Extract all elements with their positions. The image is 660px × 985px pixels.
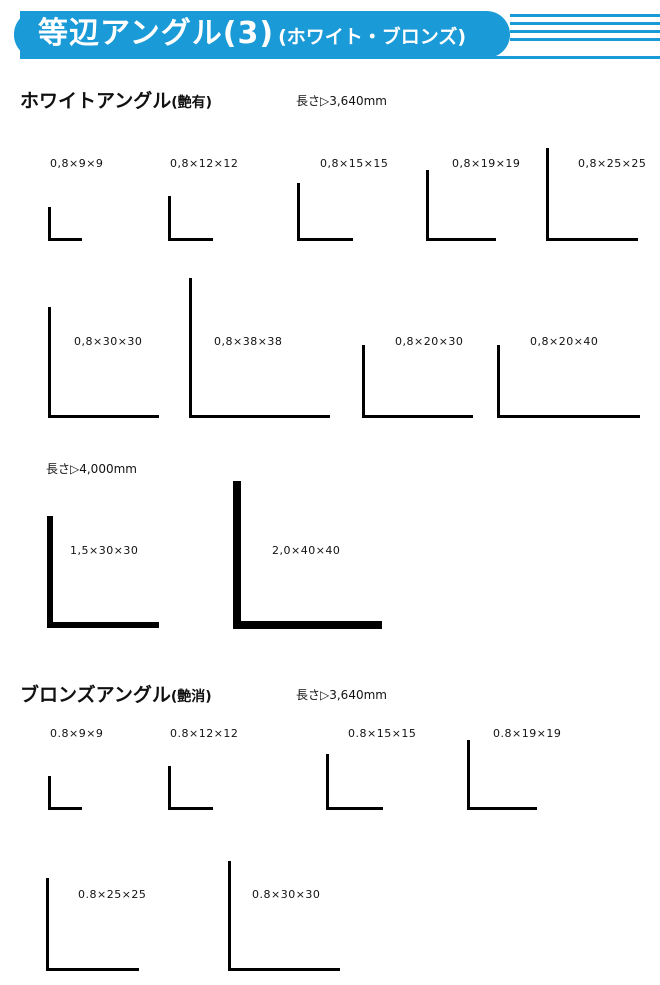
profile-label: 0,8×38×38 [214, 335, 283, 348]
section-title-bronze: ブロンズアングル(艶消) [20, 680, 212, 707]
angle-profile [467, 740, 537, 810]
angle-profile [47, 516, 159, 628]
angle-profile [189, 278, 330, 418]
white-length-a: 長さ▷3,640mm [296, 94, 387, 108]
profile-label: 0.8×15×15 [348, 727, 417, 740]
profile-label: 0,8×15×15 [320, 157, 389, 170]
profile-label: 0,8×25×25 [578, 157, 647, 170]
page-title: 等辺アングル(3)(ホワイト・ブロンズ) [38, 13, 466, 55]
profile-label: 2,0×40×40 [272, 544, 341, 557]
angle-profile [46, 878, 139, 971]
bronze-finish: (艶消) [170, 689, 212, 705]
section-title-white-text: ホワイトアングル [20, 90, 172, 112]
profile-label: 0,8×19×19 [452, 157, 521, 170]
white-length-b: 長さ▷4,000mm [46, 462, 137, 476]
profile-label: 0,8×12×12 [170, 157, 239, 170]
header-stripe [510, 38, 660, 41]
profile-label: 0.8×9×9 [50, 727, 104, 740]
page-title-main: 等辺アングル(3) [38, 16, 275, 51]
header-stripe [510, 22, 660, 25]
header-stripe [20, 56, 660, 59]
angle-profile [48, 776, 82, 810]
angle-profile [426, 170, 496, 241]
page-subtitle: (ホワイト・ブロンズ) [278, 26, 467, 48]
profile-label: 0,8×9×9 [50, 157, 104, 170]
profile-label: 0,8×20×30 [395, 335, 464, 348]
profile-label: 0.8×19×19 [493, 727, 562, 740]
angle-profile [497, 345, 640, 418]
angle-profile [48, 207, 82, 241]
profile-label: 0,8×20×40 [530, 335, 599, 348]
angle-profile [168, 196, 213, 241]
profile-label: 0.8×30×30 [252, 888, 321, 901]
angle-profile [297, 183, 353, 241]
section-title-bronze-text: ブロンズアングル [20, 684, 171, 706]
angle-profile [233, 481, 382, 629]
angle-profile [228, 861, 340, 971]
section-title-white: ホワイトアングル(艶有) [20, 86, 212, 113]
white-finish: (艶有) [171, 95, 213, 111]
bronze-length: 長さ▷3,640mm [296, 688, 387, 702]
profile-label: 0.8×12×12 [170, 727, 239, 740]
angle-profile [326, 754, 383, 810]
angle-profile [168, 766, 213, 810]
header-stripe [510, 14, 660, 17]
angle-profile [546, 148, 638, 241]
header-stripe [510, 30, 660, 33]
angle-profile [48, 307, 159, 418]
angle-profile [362, 345, 473, 418]
profile-label: 0,8×30×30 [74, 335, 143, 348]
profile-label: 1,5×30×30 [70, 544, 139, 557]
profile-label: 0.8×25×25 [78, 888, 147, 901]
header-banner [20, 11, 510, 58]
